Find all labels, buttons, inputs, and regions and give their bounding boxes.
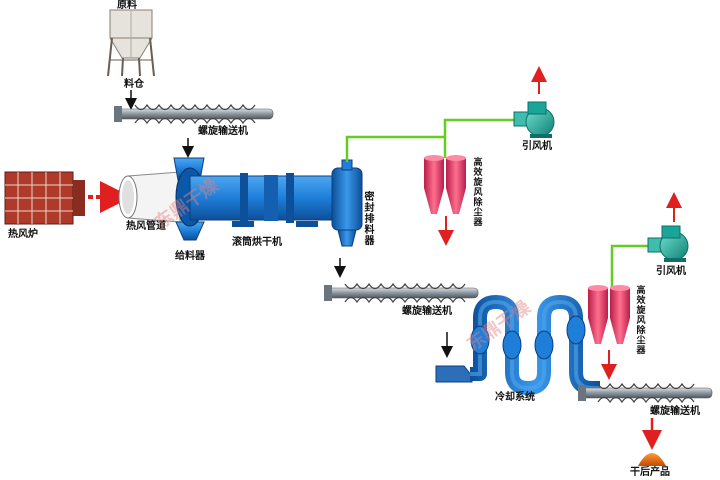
label-screw-conveyor-2: 螺旋输送机 bbox=[402, 306, 452, 317]
induced-fan-2 bbox=[647, 225, 689, 262]
screw-conveyor-2 bbox=[324, 282, 479, 304]
hopper-bin bbox=[107, 9, 155, 77]
label-screw-conveyor-3: 螺旋输送机 bbox=[650, 406, 700, 417]
cyclone-1 bbox=[424, 155, 466, 214]
label-hot-air-furnace: 热风炉 bbox=[8, 229, 38, 240]
label-hot-air-duct: 热风管道 bbox=[126, 221, 166, 232]
label-cooling-system: 冷却系统 bbox=[495, 392, 535, 403]
label-feeder: 给料器 bbox=[175, 251, 205, 262]
label-induced-fan-2: 引风机 bbox=[656, 266, 686, 277]
hot-air-duct bbox=[118, 171, 181, 223]
label-raw-material: 原料 bbox=[117, 0, 137, 11]
screw-conveyor-3 bbox=[578, 382, 713, 404]
cyclone-2 bbox=[588, 285, 630, 344]
label-bin: 料仓 bbox=[124, 79, 144, 90]
induced-fan-1 bbox=[513, 101, 555, 138]
cooling-system bbox=[435, 295, 600, 395]
label-sealed-discharger: 密封排料器 bbox=[364, 192, 375, 247]
label-rotary-dryer: 滚筒烘干机 bbox=[232, 237, 282, 248]
hot-air-furnace bbox=[4, 171, 85, 225]
label-cyclone-1: 高效旋风除尘器 bbox=[473, 158, 483, 228]
screw-conveyor-1 bbox=[114, 103, 274, 125]
label-cyclone-2: 高效旋风除尘器 bbox=[636, 286, 646, 356]
label-induced-fan-1: 引风机 bbox=[522, 141, 552, 152]
rotary-dryer bbox=[189, 173, 341, 227]
dry-product-pile bbox=[638, 453, 666, 466]
label-dry-product: 干后产品 bbox=[630, 467, 670, 478]
label-screw-conveyor-1: 螺旋输送机 bbox=[198, 126, 248, 137]
sealed-discharger bbox=[331, 159, 363, 247]
